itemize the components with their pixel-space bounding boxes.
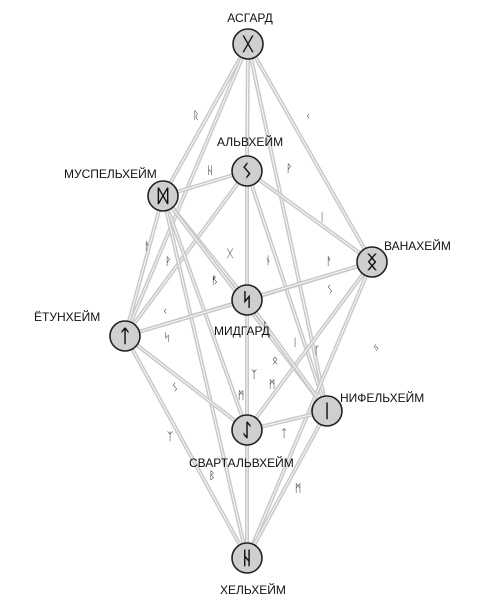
edge-rune-label: ᛚ: [262, 320, 269, 333]
edge-highlight-muspelheim-jotunheim: [124, 195, 164, 337]
edge-rune-label: ᚾ: [265, 254, 272, 267]
edge-rune-label: ᛊ: [212, 274, 219, 287]
edge-highlight-asgard-muspelheim: [162, 43, 249, 197]
edge-rune-label: ᚺ: [207, 164, 214, 177]
edge-highlight-vanaheim-helheim: [246, 261, 373, 559]
edge-rune-label: ᚱ: [193, 109, 200, 122]
edge-rune-label: ᛊ: [327, 283, 334, 296]
edge-highlight-vanaheim-svartalfheim: [246, 261, 373, 431]
node-asgard: ᚷ АСГАРД: [227, 11, 273, 60]
edge-highlight-alfheim-jotunheim: [124, 170, 248, 337]
edge-highlight-asgard-alfheim: [246, 43, 249, 172]
edge-highlight-midgard-niflheim: [246, 299, 328, 412]
label-alfheim: АЛЬВХЕЙМ: [217, 134, 283, 149]
edge-highlight-alfheim-niflheim: [246, 170, 328, 412]
edge-highlight-asgard-niflheim: [247, 43, 328, 412]
node-midgard: ᛋ МИДГАРД: [214, 284, 270, 338]
label-jotunheim: ЁТУНХЕЙМ: [34, 309, 100, 324]
edge-rune-label: ᚨ: [144, 240, 151, 253]
node-circle-midgard: [231, 284, 263, 316]
edge-rune-label: ᚹ: [165, 255, 172, 268]
edge-highlight-alfheim-vanaheim: [246, 170, 373, 263]
edge-highlight-jotunheim-helheim: [124, 335, 248, 559]
rune-midgard-icon: ᛋ: [242, 290, 253, 311]
rune-vanaheim-icon: ᛝ: [367, 252, 378, 273]
edge-rune-label: ᛉ: [251, 368, 258, 381]
label-niflheim: НИФЕЛЬХЕЙМ: [340, 390, 424, 405]
node-jotunheim: ᛏ ЁТУНХЕЙМ: [34, 309, 141, 352]
edge-rune-label: ᛗ: [238, 389, 245, 402]
node-circle-muspelheim: [147, 180, 179, 212]
label-vanaheim: ВАНАХЕЙМ: [384, 238, 451, 253]
edge-highlight-asgard-vanaheim: [247, 43, 373, 263]
rune-niflheim-icon: ᛁ: [322, 401, 333, 422]
label-helheim: ХЕЛЬХЕЙМ: [220, 582, 286, 597]
edge-rune-label: ᚹ: [286, 162, 293, 175]
edge-rune-label: ᚲ: [305, 110, 312, 123]
edge-rune-label: ᚲ: [162, 305, 169, 318]
edge-rune-label: ᛗ: [295, 482, 302, 495]
edge-rune-label: ᛊ: [172, 381, 179, 394]
edge-rune-label: ᚨ: [326, 255, 333, 268]
edge-rune-label: ᛁ: [319, 211, 326, 224]
rune-helheim-icon: ᚺ: [242, 548, 253, 569]
edge-rune-label: ᛗ: [269, 378, 276, 391]
edge-rune-label: ᛃ: [373, 341, 380, 354]
rune-alfheim-icon: ᛊ: [242, 161, 253, 182]
rune-svartalfheim-icon: ᛇ: [242, 420, 253, 441]
rune-jotunheim-icon: ᛏ: [120, 326, 131, 347]
node-niflheim: ᛁ НИФЕЛЬХЕЙМ: [311, 390, 424, 427]
label-svartalfheim: СВАРТАЛЬВХЕЙМ: [189, 455, 294, 470]
node-circle-svartalfheim: [231, 414, 263, 446]
edge-rune-label: ᛋ: [164, 331, 171, 344]
edge-rune-label: ᚴ: [314, 344, 321, 357]
node-helheim: ᚺ ХЕЛЬХЕЙМ: [220, 542, 286, 597]
node-svartalfheim: ᛇ СВАРТАЛЬВХЕЙМ: [189, 414, 294, 470]
node-circle-niflheim: [311, 395, 343, 427]
node-circle-jotunheim: [109, 320, 141, 352]
edge-highlight-jotunheim-svartalfheim: [124, 335, 248, 431]
rune-asgard-icon: ᚷ: [242, 34, 255, 55]
edge-rune-label: ᚠ: [211, 274, 218, 287]
edge-highlight-niflheim-helheim: [246, 410, 328, 559]
node-vanaheim: ᛝ ВАНАХЕЙМ: [356, 238, 451, 278]
node-circle-helheim: [231, 542, 263, 574]
edge-rune-label: ᛏ: [281, 427, 288, 440]
node-circle-alfheim: [231, 155, 263, 187]
edge-highlight-midgard-jotunheim: [124, 299, 248, 337]
label-muspelheim: МУСПЕЛЬХЕЙМ: [64, 166, 157, 181]
node-alfheim: ᛊ АЛЬВХЕЙМ: [217, 134, 283, 187]
edge-rune-label: ᛒ: [209, 469, 216, 482]
edge-rune-label: ᛟ: [272, 354, 279, 367]
edge-highlight-muspelheim-helheim: [162, 195, 248, 559]
node-circle-asgard: [232, 28, 264, 60]
label-midgard: МИДГАРД: [214, 324, 270, 338]
edge-rune-label: ᛉ: [167, 430, 174, 443]
edge-rune-label: ᚷ: [227, 247, 234, 260]
rune-muspelheim-icon: ᛞ: [158, 186, 169, 207]
edge-rune-label: ᛁ: [292, 336, 299, 349]
label-asgard: АСГАРД: [227, 11, 272, 25]
node-circle-vanaheim: [356, 246, 388, 278]
